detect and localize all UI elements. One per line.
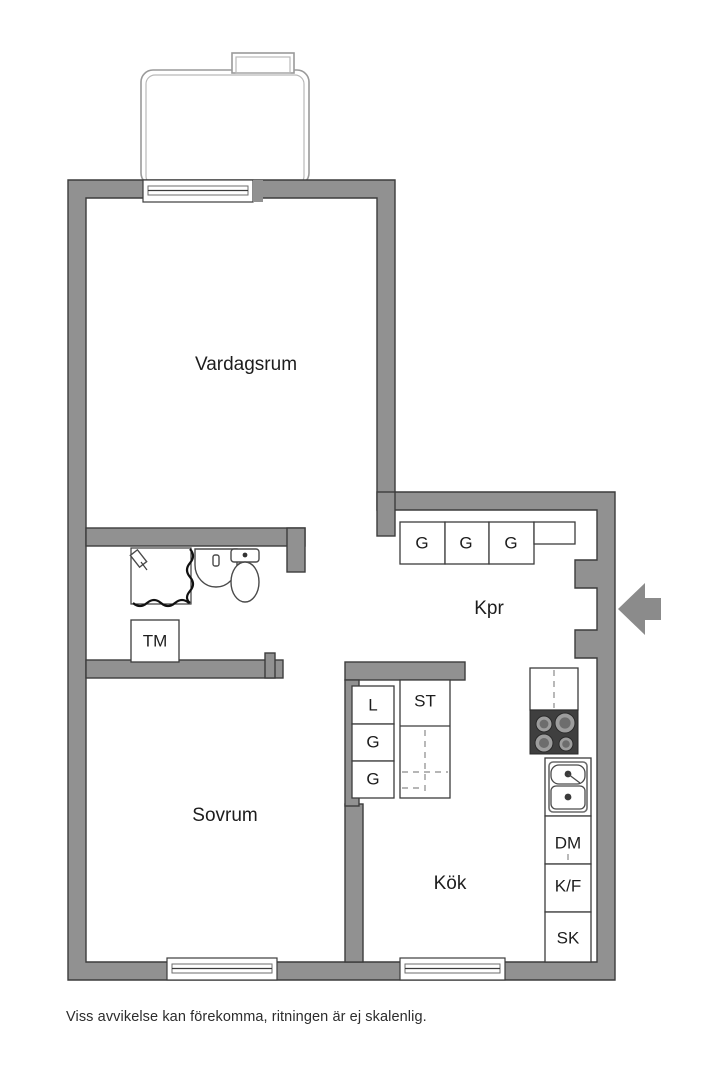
kitchen-sink-icon <box>544 757 592 817</box>
room-label-kpr: Kpr <box>474 598 504 619</box>
shower-head-icon <box>129 548 148 571</box>
room-label-kok: Kök <box>434 873 467 894</box>
cabinet-sk-box: SK <box>544 911 592 963</box>
window-living-room-top <box>142 179 263 203</box>
pantry-label-g2: G <box>366 769 379 788</box>
hall-wardrobes: G G G <box>399 521 576 565</box>
hall-wardrobe-label-3: G <box>504 533 517 552</box>
fridge-freezer-label: K/F <box>555 876 581 895</box>
room-label-sovrum: Sovrum <box>192 805 257 826</box>
walls <box>67 179 616 981</box>
window-sovrum-bottom <box>166 957 278 981</box>
pantry-label-st: ST <box>414 691 436 710</box>
kitchen-pantry-column: L G G ST <box>351 679 451 799</box>
washing-machine-box: TM <box>130 619 180 663</box>
pantry-label-l: L <box>368 695 377 714</box>
window-kok-bottom <box>399 957 506 981</box>
balcony <box>140 52 310 186</box>
plan-disclaimer-caption: Viss avvikelse kan förekomma, ritningen … <box>66 1009 427 1025</box>
room-label-vardagsrum: Vardagsrum <box>195 354 297 375</box>
dishwasher-box: DM <box>544 815 592 865</box>
hall-wardrobe-label-1: G <box>415 533 428 552</box>
cabinet-sk-label: SK <box>557 928 580 947</box>
pantry-label-g1: G <box>366 732 379 751</box>
hall-wardrobe-label-2: G <box>459 533 472 552</box>
toilet-icon <box>230 548 260 603</box>
fridge-freezer-box: K/F <box>544 863 592 913</box>
fixture-label-tm: TM <box>143 631 168 650</box>
dishwasher-label: DM <box>555 833 581 852</box>
bathroom-fixtures: TM <box>129 547 260 663</box>
stove-hob-icon <box>529 709 579 755</box>
entrance-arrow <box>618 583 661 635</box>
kitchen-right-units: DM K/F SK <box>529 667 592 963</box>
